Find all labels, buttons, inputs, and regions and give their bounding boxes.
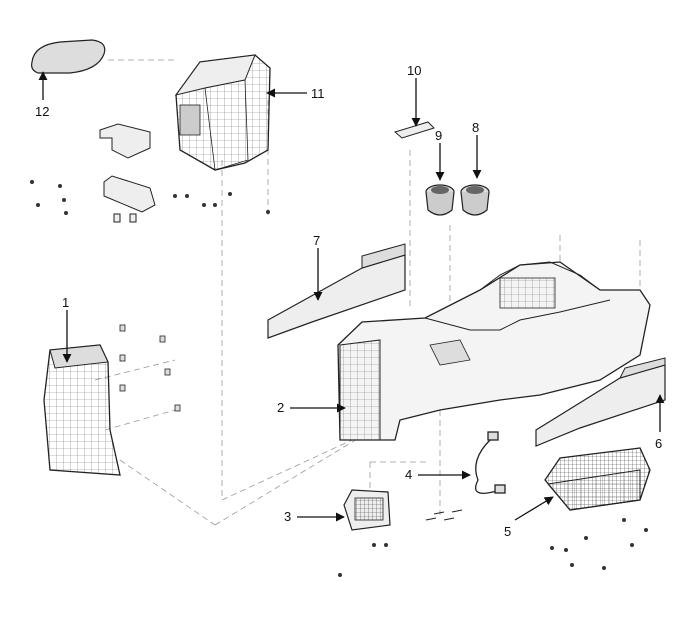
console-rear-housing-part bbox=[174, 54, 271, 171]
callout-label-2: 2 bbox=[277, 400, 285, 415]
callout-label-3: 3 bbox=[284, 509, 292, 524]
clips-panel-cluster bbox=[119, 324, 181, 412]
screws-lower-cluster bbox=[338, 518, 648, 577]
small-fasteners-lower bbox=[425, 509, 463, 521]
cup-holder-left-part bbox=[425, 184, 455, 216]
small-cover-part bbox=[393, 121, 435, 139]
callout-label-8: 8 bbox=[472, 120, 480, 135]
callout-label-12: 12 bbox=[35, 104, 50, 119]
mounting-bracket-upper bbox=[99, 123, 156, 223]
foam-pad-lower-part bbox=[535, 357, 666, 447]
callout-label-10: 10 bbox=[407, 63, 422, 78]
callout-label-5: 5 bbox=[504, 524, 512, 539]
armrest-pad-part bbox=[31, 39, 106, 74]
callout-label-4: 4 bbox=[405, 467, 413, 482]
callout-arrows bbox=[38, 71, 665, 522]
storage-tray-part bbox=[544, 447, 651, 511]
center-console-body-part bbox=[337, 261, 651, 441]
wiring-harness-part bbox=[474, 431, 506, 494]
callout-label-1: 1 bbox=[62, 295, 70, 310]
switch-module-part bbox=[343, 489, 391, 531]
callout-label-11: 11 bbox=[311, 86, 325, 101]
callout-label-7: 7 bbox=[313, 233, 321, 248]
screws-left-cluster bbox=[30, 180, 270, 215]
callout-label-6: 6 bbox=[655, 436, 663, 451]
foam-pad-upper-part bbox=[267, 243, 406, 339]
side-trim-panel-part bbox=[43, 344, 121, 476]
callout-label-9: 9 bbox=[435, 128, 443, 143]
cup-holder-right-part bbox=[460, 184, 490, 216]
